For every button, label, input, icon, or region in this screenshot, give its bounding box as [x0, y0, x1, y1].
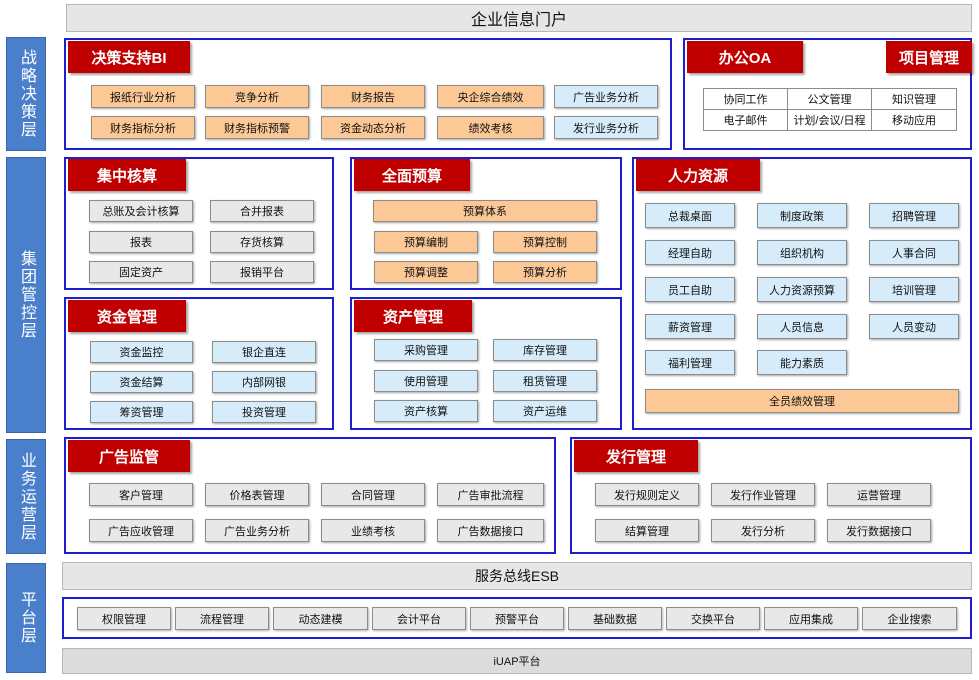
assets-item[interactable]: 采购管理: [374, 339, 478, 361]
dist-header: 发行管理: [574, 440, 698, 472]
ads-item[interactable]: 价格表管理: [205, 483, 309, 506]
hr-item[interactable]: 制度政策: [757, 203, 847, 228]
dist-item[interactable]: 发行规则定义: [595, 483, 699, 506]
dist-item[interactable]: 发行作业管理: [711, 483, 815, 506]
platform-item[interactable]: 权限管理: [77, 607, 171, 630]
dist-item[interactable]: 发行分析: [711, 519, 815, 542]
portal-title: 企业信息门户: [470, 12, 567, 29]
hr-item[interactable]: 员工自助: [645, 277, 735, 302]
hr-header: 人力资源: [636, 159, 760, 191]
accounting-item[interactable]: 固定资产: [89, 261, 193, 283]
budget-item[interactable]: 预算调整: [374, 261, 478, 283]
funds-item[interactable]: 银企直连: [212, 341, 316, 363]
funds-item[interactable]: 资金监控: [90, 341, 193, 363]
bi-header: 决策支持BI: [68, 41, 190, 73]
ads-item[interactable]: 业绩考核: [321, 519, 425, 542]
oa-item[interactable]: 移动应用: [871, 109, 957, 131]
funds-item[interactable]: 资金结算: [90, 371, 193, 393]
hr-item[interactable]: 人员变动: [869, 314, 959, 339]
bi-item[interactable]: 报纸行业分析: [91, 85, 195, 108]
hr-item[interactable]: 培训管理: [869, 277, 959, 302]
hr-item[interactable]: 人员信息: [757, 314, 847, 339]
accounting-header: 集中核算: [68, 159, 186, 191]
oa-item[interactable]: 协同工作: [703, 88, 788, 110]
ads-item[interactable]: 客户管理: [89, 483, 193, 506]
iuap-title: iUAP平台: [493, 656, 541, 668]
bi-item[interactable]: 发行业务分析: [554, 116, 658, 139]
dist-item[interactable]: 结算管理: [595, 519, 699, 542]
accounting-item[interactable]: 总账及会计核算: [89, 200, 193, 222]
platform-item[interactable]: 应用集成: [764, 607, 858, 630]
layer-control: 集团管控层: [6, 157, 46, 433]
ads-header: 广告监管: [68, 440, 190, 472]
bi-item[interactable]: 财务指标分析: [91, 116, 195, 139]
assets-item[interactable]: 使用管理: [374, 370, 478, 392]
accounting-item[interactable]: 报销平台: [210, 261, 314, 283]
budget-item[interactable]: 预算编制: [374, 231, 478, 253]
bi-item[interactable]: 财务指标预警: [205, 116, 309, 139]
funds-item[interactable]: 投资管理: [212, 401, 316, 423]
budget-item[interactable]: 预算控制: [493, 231, 597, 253]
portal-bar: 企业信息门户: [66, 4, 972, 32]
hr-item[interactable]: 能力素质: [757, 350, 847, 375]
hr-item[interactable]: 人事合同: [869, 240, 959, 265]
hr-item[interactable]: 经理自助: [645, 240, 735, 265]
hr-item[interactable]: 招聘管理: [869, 203, 959, 228]
platform-item[interactable]: 动态建模: [273, 607, 368, 630]
esb-title: 服务总线ESB: [474, 568, 559, 584]
platform-item[interactable]: 基础数据: [568, 607, 662, 630]
ads-item[interactable]: 合同管理: [321, 483, 425, 506]
esb-bar: 服务总线ESB: [62, 562, 972, 590]
assets-header: 资产管理: [354, 300, 472, 332]
ads-item[interactable]: 广告审批流程: [437, 483, 544, 506]
assets-item[interactable]: 资产运维: [493, 400, 597, 422]
accounting-item[interactable]: 存货核算: [210, 231, 314, 253]
bi-item[interactable]: 竞争分析: [205, 85, 309, 108]
assets-item[interactable]: 租赁管理: [493, 370, 597, 392]
hr-item[interactable]: 总裁桌面: [645, 203, 735, 228]
hr-item[interactable]: 人力资源预算: [757, 277, 847, 302]
funds-item[interactable]: 内部网银: [212, 371, 316, 393]
oa-item[interactable]: 计划/会议/日程: [787, 109, 872, 131]
dist-item[interactable]: 发行数据接口: [827, 519, 931, 542]
hr-performance[interactable]: 全员绩效管理: [645, 389, 959, 413]
platform-item[interactable]: 交换平台: [666, 607, 760, 630]
budget-system[interactable]: 预算体系: [373, 200, 597, 222]
iuap-bar: iUAP平台: [62, 648, 972, 674]
funds-header: 资金管理: [68, 300, 186, 332]
assets-item[interactable]: 资产核算: [374, 400, 478, 422]
oa-item[interactable]: 知识管理: [871, 88, 957, 110]
platform-item[interactable]: 企业搜索: [862, 607, 957, 630]
bi-item[interactable]: 资金动态分析: [321, 116, 425, 139]
platform-item[interactable]: 流程管理: [175, 607, 269, 630]
layer-platform: 平台层: [6, 563, 46, 673]
ads-item[interactable]: 广告数据接口: [437, 519, 544, 542]
platform-item[interactable]: 预警平台: [470, 607, 564, 630]
oa-item[interactable]: 公文管理: [787, 88, 872, 110]
funds-item[interactable]: 筹资管理: [90, 401, 193, 423]
bi-item[interactable]: 央企综合绩效: [437, 85, 544, 108]
dist-item[interactable]: 运营管理: [827, 483, 931, 506]
accounting-item[interactable]: 报表: [89, 231, 193, 253]
oa-item[interactable]: 电子邮件: [703, 109, 788, 131]
platform-item[interactable]: 会计平台: [372, 607, 466, 630]
layer-operation: 业务运营层: [6, 439, 46, 554]
bi-item[interactable]: 广告业务分析: [554, 85, 658, 108]
hr-item[interactable]: 组织机构: [757, 240, 847, 265]
bi-item[interactable]: 绩效考核: [437, 116, 544, 139]
hr-item[interactable]: 福利管理: [645, 350, 735, 375]
hr-item[interactable]: 薪资管理: [645, 314, 735, 339]
oa-header: 办公OA: [687, 41, 803, 73]
assets-item[interactable]: 库存管理: [493, 339, 597, 361]
ads-item[interactable]: 广告应收管理: [89, 519, 193, 542]
budget-header: 全面预算: [354, 159, 470, 191]
accounting-item[interactable]: 合并报表: [210, 200, 314, 222]
project-header: 项目管理: [886, 41, 972, 73]
budget-item[interactable]: 预算分析: [493, 261, 597, 283]
ads-item[interactable]: 广告业务分析: [205, 519, 309, 542]
bi-item[interactable]: 财务报告: [321, 85, 425, 108]
layer-strategy: 战略决策层: [6, 37, 46, 151]
